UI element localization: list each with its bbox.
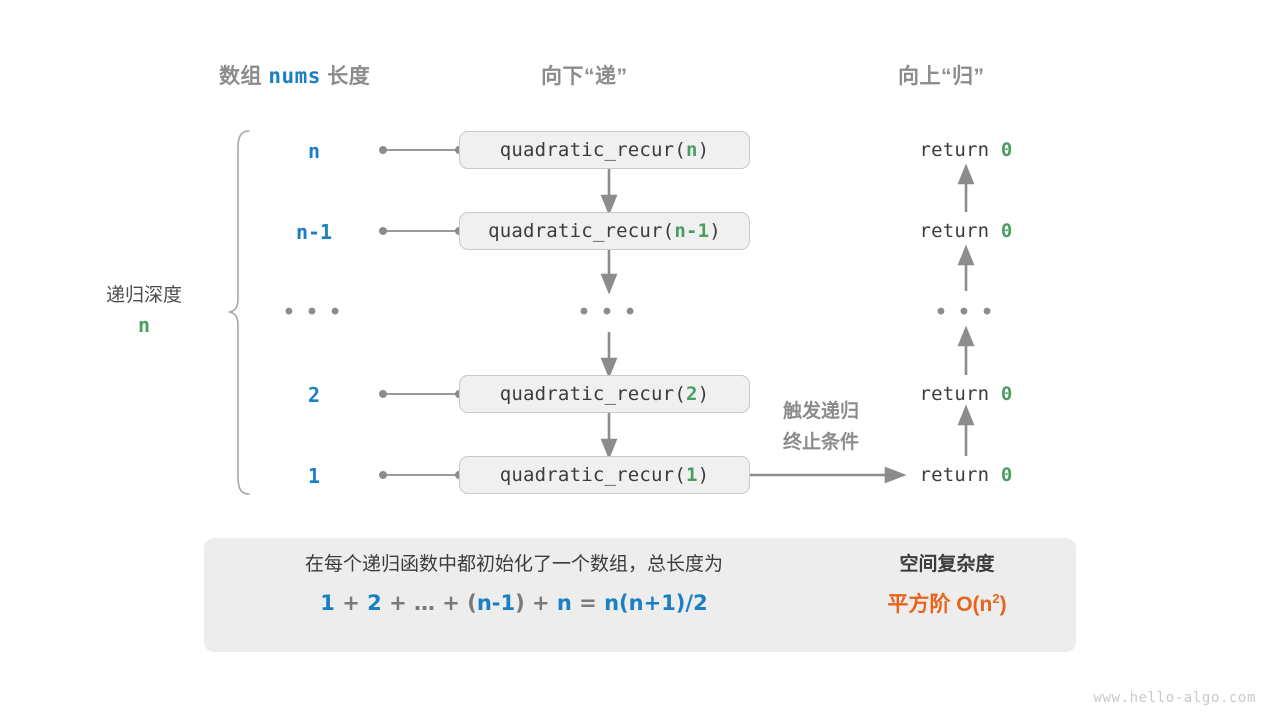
formula-token-5: + [434, 590, 468, 615]
header-array-length: 数组 nums 长度 [219, 60, 370, 90]
row-label-n: n [307, 139, 321, 163]
formula-token-3: + [381, 590, 414, 615]
recursion-depth-text: 递归深度 [105, 285, 182, 306]
formula-token-8: ) [515, 590, 525, 615]
formula-token-6: ( [467, 590, 477, 615]
call-box-1: quadratic_recur(1) [459, 456, 750, 494]
formula-token-0: 1 [320, 590, 335, 615]
summary-description: 在每个递归函数中都初始化了一个数组，总长度为 [304, 554, 723, 575]
formula-token-2: 2 [367, 590, 382, 615]
complexity-exponent: 2 [992, 590, 1000, 606]
formula-token-9: + [524, 590, 557, 615]
return-row-2-value: 0 [1000, 383, 1013, 405]
call-box-n-arg: n [685, 139, 698, 161]
call-box-n-prefix: quadratic_recur( [499, 139, 686, 161]
return-row-2-text: return [919, 383, 1001, 405]
return-row-2: return 0 [886, 383, 1046, 405]
summary-right: 空间复杂度 平方阶 O(n2) [832, 554, 1062, 617]
call-box-1-arg: 1 [685, 464, 698, 486]
formula-token-12: n(n+1)/2 [604, 590, 708, 615]
formula-token-11: = [571, 590, 605, 615]
header-descend: 向下“递” [541, 65, 628, 88]
header-array-suffix: 长度 [320, 65, 371, 88]
return-row-n: return 0 [886, 139, 1046, 161]
call-box-2-arg: 2 [685, 383, 698, 405]
call-box-1-suffix: ) [697, 464, 710, 486]
call-box-n-minus-1: quadratic_recur(n-1) [459, 212, 750, 250]
return-row-1: return 0 [886, 464, 1046, 486]
summary-left: 在每个递归函数中都初始化了一个数组，总长度为 1 + 2 + … + (n-1)… [234, 554, 794, 616]
termination-note: 触发递归 终止条件 [762, 396, 880, 459]
depth-brace [228, 130, 250, 495]
call-box-n-minus-1-arg: n-1 [674, 220, 710, 242]
recursion-depth-label: 递归深度 n [80, 281, 208, 341]
summary-formula: 1 + 2 + … + (n-1) + n = n(n+1)/2 [234, 591, 794, 616]
formula-token-4: … [413, 590, 435, 615]
termination-note-line1: 触发递归 [782, 401, 859, 422]
call-box-2: quadratic_recur(2) [459, 375, 750, 413]
return-row-n-value: 0 [1000, 139, 1013, 161]
call-box-2-suffix: ) [697, 383, 710, 405]
return-row-n-text: return [919, 139, 1001, 161]
header-array-nums: nums [268, 64, 321, 88]
call-box-n-minus-1-suffix: ) [709, 220, 721, 242]
summary-result-value: 平方阶 O(n2) [832, 591, 1062, 617]
row-label-2: 2 [307, 383, 321, 407]
return-row-n-minus-1-text: return [919, 220, 1001, 242]
ellipsis-middle: • • • [579, 298, 639, 325]
summary-result-title: 空间复杂度 [899, 554, 995, 575]
return-row-1-value: 0 [1000, 464, 1013, 486]
row-label-1: 1 [307, 464, 321, 488]
call-box-1-prefix: quadratic_recur( [499, 464, 686, 486]
termination-note-line2: 终止条件 [782, 432, 859, 454]
return-row-n-minus-1-value: 0 [1000, 220, 1013, 242]
summary-panel: 在每个递归函数中都初始化了一个数组，总长度为 1 + 2 + … + (n-1)… [204, 538, 1076, 652]
ellipsis-left: • • • [284, 298, 344, 325]
formula-token-7: n-1 [476, 590, 516, 615]
formula-token-10: n [556, 590, 572, 615]
complexity-tail: ) [999, 592, 1007, 616]
formula-token-1: + [334, 590, 368, 615]
complexity-text: 平方阶 O(n [887, 592, 993, 616]
call-box-n: quadratic_recur(n) [459, 131, 750, 169]
recursion-depth-value: n [137, 313, 151, 338]
watermark: www.hello-algo.com [1093, 690, 1256, 706]
header-ascend: 向上“归” [898, 65, 985, 88]
return-row-n-minus-1: return 0 [886, 220, 1046, 242]
header-array-prefix: 数组 [219, 65, 269, 88]
return-row-1-text: return [919, 464, 1001, 486]
call-box-n-suffix: ) [697, 139, 710, 161]
call-box-2-prefix: quadratic_recur( [499, 383, 686, 405]
ellipsis-right: • • • [936, 298, 996, 325]
row-label-n-minus-1: n-1 [295, 220, 333, 244]
call-box-n-minus-1-prefix: quadratic_recur( [488, 220, 675, 242]
